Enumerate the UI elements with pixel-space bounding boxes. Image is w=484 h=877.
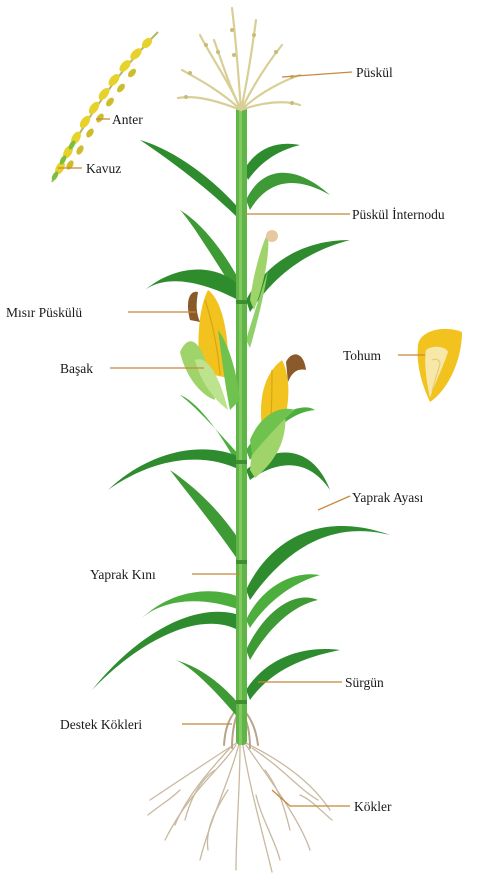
label-basak: Başak	[60, 361, 93, 376]
label-kavuz: Kavuz	[86, 161, 121, 176]
label-tohum: Tohum	[343, 348, 382, 363]
label-puskul-internodu: Püskül İnternodu	[352, 207, 445, 222]
tassel	[178, 8, 300, 110]
label-surgun: Sürgün	[345, 675, 384, 690]
label-misir-puskulu: Mısır Püskülü	[6, 305, 82, 320]
stalk	[236, 105, 247, 745]
label-kokler: Kökler	[354, 799, 392, 814]
tassel-branch-detail	[50, 32, 158, 182]
seed-kernel	[418, 329, 462, 402]
label-yaprak-kini: Yaprak Kını	[90, 567, 156, 582]
ear-left	[180, 290, 240, 410]
label-yaprak-ayasi: Yaprak Ayası	[352, 490, 424, 505]
label-destek-kokleri: Destek Kökleri	[60, 717, 142, 732]
leaves-left	[92, 140, 244, 720]
label-puskul: Püskül	[356, 65, 393, 80]
label-anter: Anter	[112, 112, 143, 127]
